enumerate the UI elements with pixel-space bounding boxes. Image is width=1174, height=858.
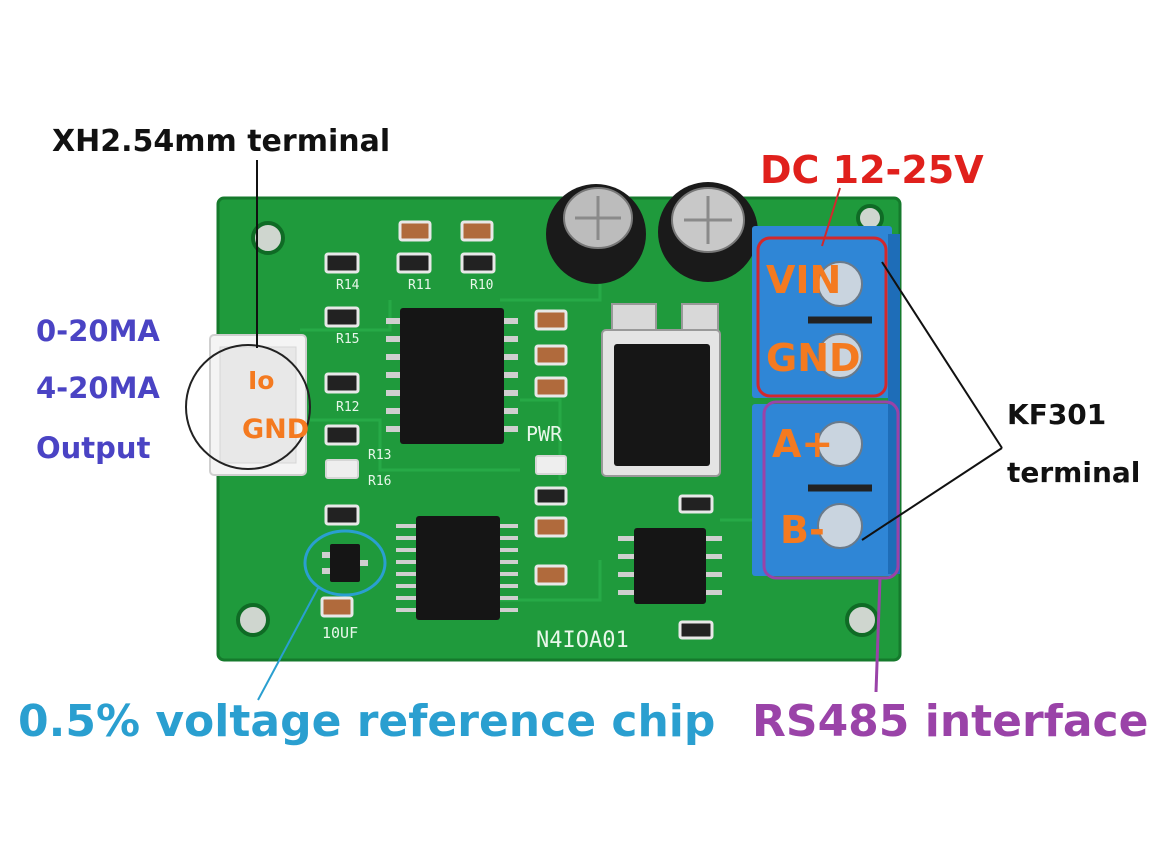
silk-pwr: PWR xyxy=(526,422,563,446)
electrolytic-capacitors xyxy=(546,182,758,284)
silk-r15: R15 xyxy=(336,332,360,347)
pin-b-minus: B- xyxy=(780,508,825,552)
reference-chip-circle xyxy=(303,529,387,597)
silk-r11: R11 xyxy=(408,278,432,293)
dc-power-box xyxy=(756,236,888,398)
rs485-label: RS485 interface xyxy=(752,696,1149,747)
voltage-reference-chip xyxy=(322,544,368,582)
mounting-hole-bl xyxy=(236,603,270,637)
pwr-led xyxy=(535,455,567,475)
smd-resistors xyxy=(324,252,714,640)
pcb-traces xyxy=(300,260,770,602)
mounting-holes xyxy=(236,204,884,637)
voltage-regulator xyxy=(601,303,721,477)
kf301-terminal xyxy=(752,226,900,576)
reference-leader-line xyxy=(257,587,319,701)
silk-r16: R16 xyxy=(368,474,392,489)
silk-r10: R10 xyxy=(470,278,494,293)
kf301-label-line2: terminal xyxy=(1007,456,1141,489)
mounting-hole-br xyxy=(845,603,879,637)
ic-bottom xyxy=(396,516,518,620)
xh-terminal-label: XH2.54mm terminal xyxy=(52,124,391,159)
output-label-line1: 0-20MA xyxy=(36,314,160,348)
pin-gnd-right: GND xyxy=(766,336,861,380)
mounting-hole-tl xyxy=(251,221,285,255)
dc-leader-line xyxy=(821,187,841,247)
smd-components xyxy=(320,220,568,618)
ic-rs485 xyxy=(618,528,722,604)
silk-r13: R13 xyxy=(368,448,392,463)
silk-r14: R14 xyxy=(336,278,360,293)
kf301-label-line1: KF301 xyxy=(1007,398,1107,431)
output-label-line2: 4-20MA xyxy=(36,371,160,405)
silk-cap: 10UF xyxy=(322,624,359,642)
dc-voltage-label: DC 12-25V xyxy=(760,148,984,192)
rs485-box xyxy=(762,400,900,580)
ic-top xyxy=(386,308,518,444)
silk-board-name: N4IOA01 xyxy=(536,628,629,653)
pin-vin: VIN xyxy=(766,258,842,302)
pin-a-plus: A+ xyxy=(772,422,834,466)
xh-circle xyxy=(185,344,311,470)
reference-chip-label: 0.5% voltage reference chip xyxy=(18,696,716,747)
pin-io: Io xyxy=(248,366,275,395)
output-label-line3: Output xyxy=(36,431,151,465)
pin-gnd-left: GND xyxy=(242,414,310,445)
rs485-leader-line xyxy=(874,577,882,693)
kf301-leader-lines xyxy=(861,261,1003,541)
silk-r12: R12 xyxy=(336,400,360,415)
